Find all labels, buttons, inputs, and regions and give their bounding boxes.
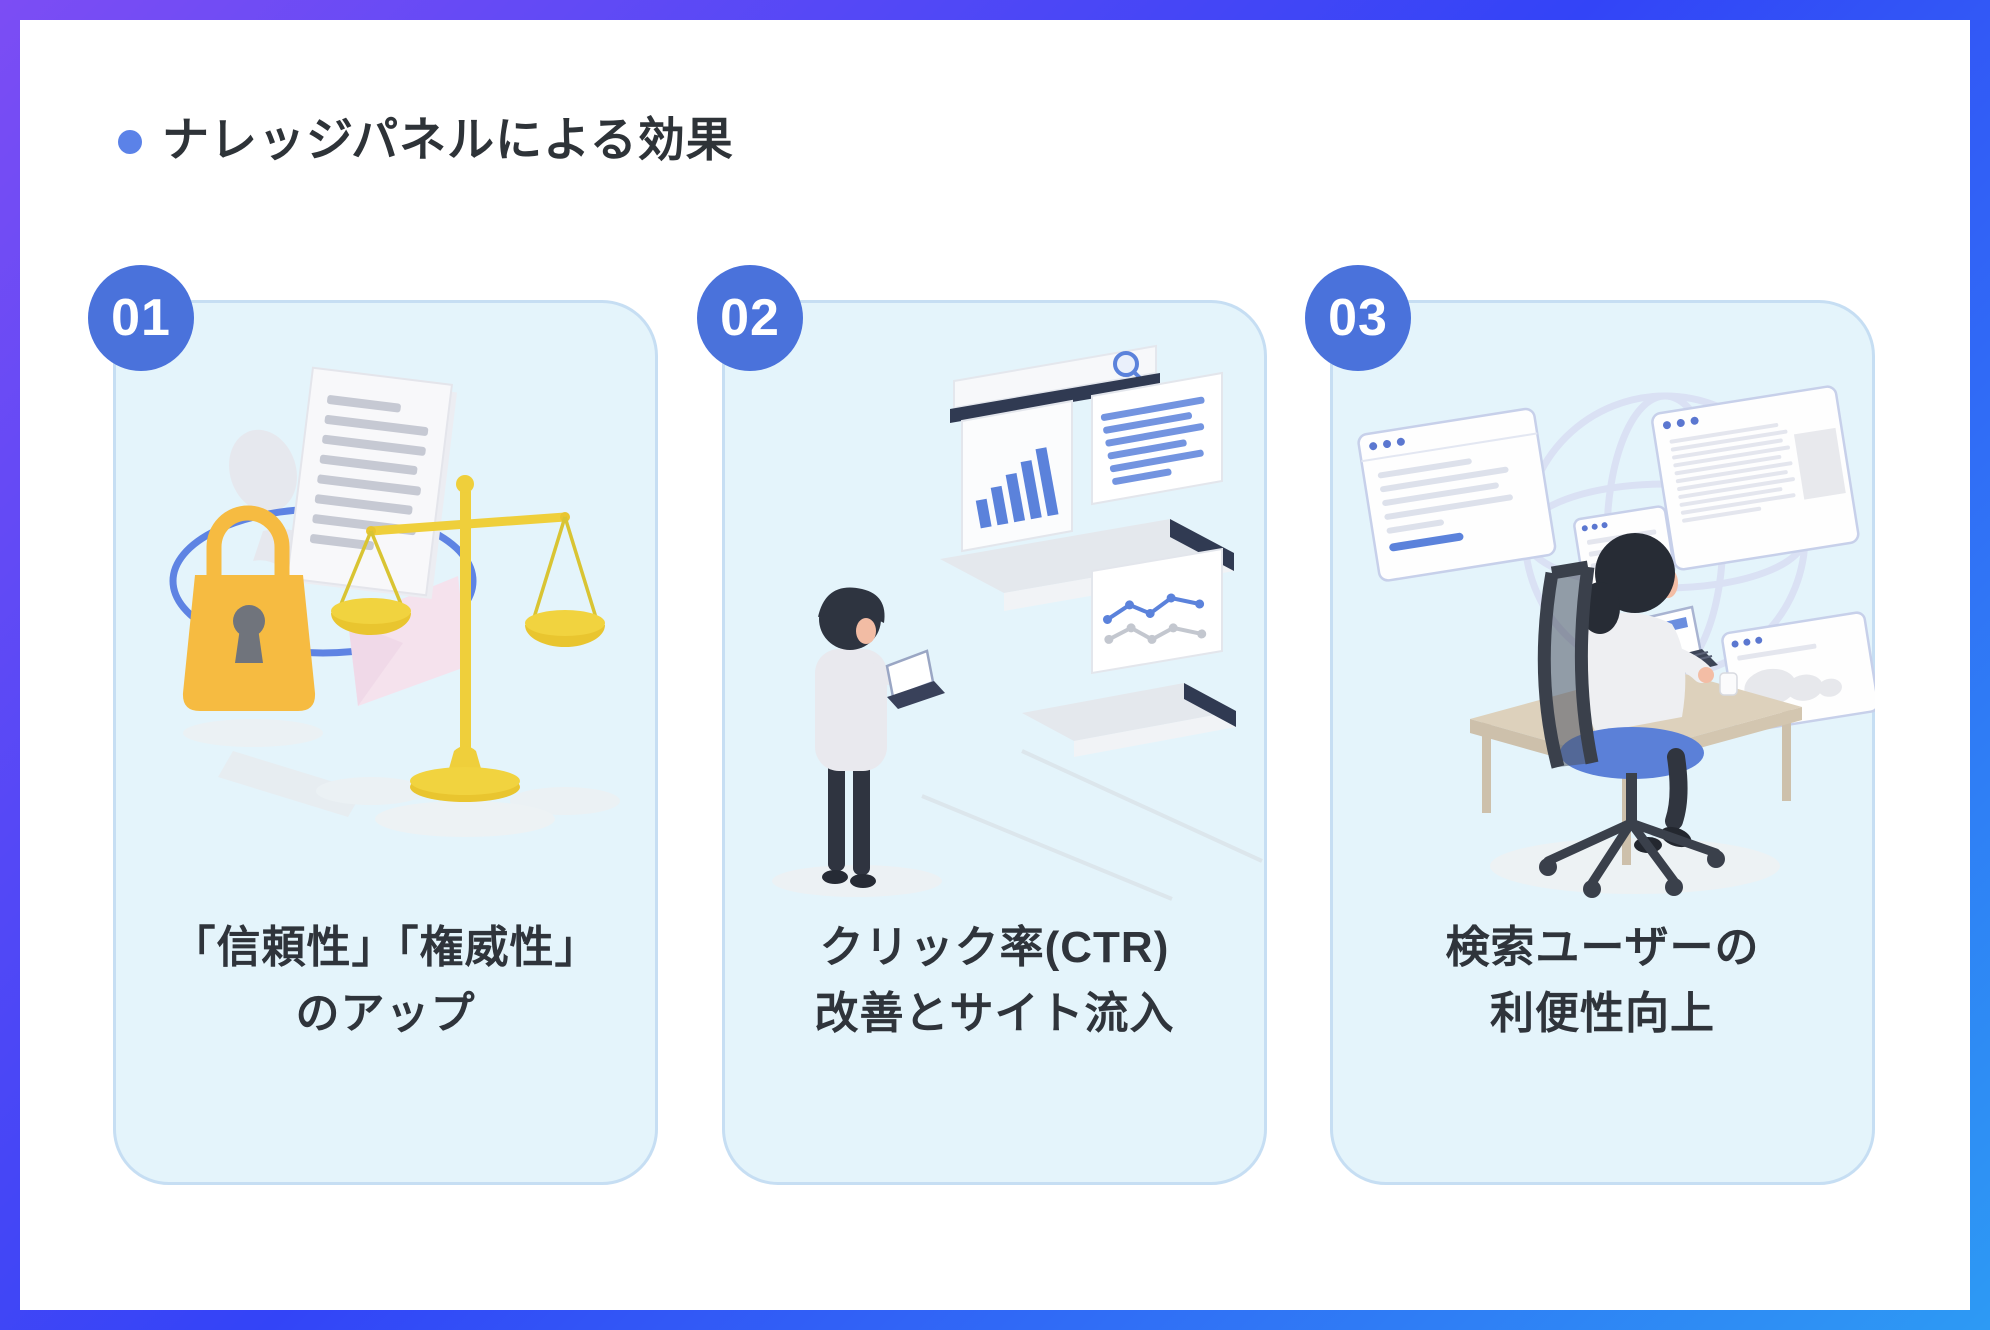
effect-card-trust: 01 <box>88 265 658 1185</box>
shelf-board-lower <box>1022 683 1236 757</box>
caption-line-2: 利便性向上 <box>1490 989 1715 1038</box>
line-chart-icon <box>1091 547 1223 675</box>
shadow-shapes <box>183 719 620 837</box>
mug-icon <box>1719 672 1738 696</box>
card-number-badge: 01 <box>88 265 194 371</box>
pink-sheet-fold <box>348 621 403 706</box>
standing-person-icon <box>815 587 926 888</box>
balance-scale-icon <box>331 475 605 802</box>
effect-card-ctr: 02 <box>697 265 1267 1185</box>
document-icon <box>286 366 458 599</box>
caption-line-1: 検索ユーザーの <box>1445 923 1760 972</box>
office-chair-icon <box>1537 560 1725 898</box>
cards-row: 01 <box>20 20 1970 1310</box>
ctr-improvement-illustration <box>772 344 1263 901</box>
browser-window-icon <box>1357 407 1557 582</box>
caption-line-2: 改善とサイト流入 <box>814 989 1175 1038</box>
card-number-badge: 02 <box>697 265 803 371</box>
laptop-icon <box>885 649 945 709</box>
bar-chart-icon <box>961 399 1073 553</box>
page-title: ナレッジパネルによる効果 <box>162 113 734 166</box>
ground-lines <box>921 749 1263 901</box>
caption-line-2: のアップ <box>295 989 476 1038</box>
card-caption: クリック率(CTR) 改善とサイト流入 <box>735 915 1254 1047</box>
search-bar-icon <box>950 344 1160 423</box>
content-area: ナレッジパネルによる効果 01 <box>20 20 1970 1310</box>
effect-card-convenience: 03 <box>1305 265 1875 1185</box>
document-panel-icon <box>1091 371 1223 506</box>
caption-line-1: クリック率(CTR) <box>819 923 1170 972</box>
caption-line-1: 「信頼性」「権威性」 <box>171 923 600 972</box>
card-caption: 検索ユーザーの 利便性向上 <box>1343 915 1862 1047</box>
bullet-dot-icon <box>118 130 142 155</box>
section-title: ナレッジパネルによる効果 <box>118 112 734 168</box>
card-caption: 「信頼性」「権威性」 のアップ <box>126 915 645 1047</box>
user-convenience-illustration <box>1357 385 1875 898</box>
sitting-person-icon <box>1560 533 1714 853</box>
trust-authority-illustration <box>169 366 620 837</box>
padlock-icon <box>182 505 316 711</box>
card-number-badge: 03 <box>1305 265 1411 371</box>
browser-window-icon <box>1651 385 1860 571</box>
